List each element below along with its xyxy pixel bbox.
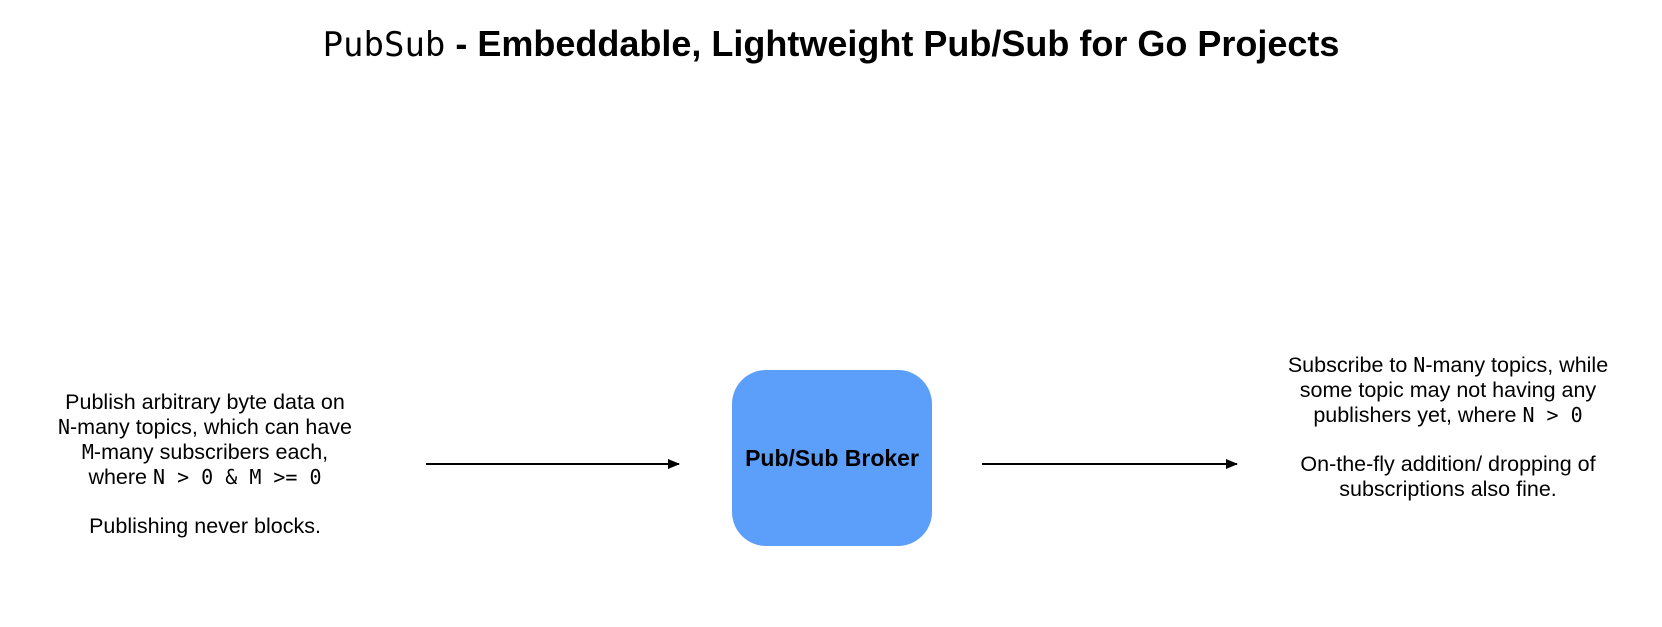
publisher-line-1: Publish arbitrary byte data on (65, 390, 345, 414)
subscriber-line-1: Subscribe to N-many topics, while (1258, 353, 1638, 378)
subscriber-line-1-rest: -many topics, while (1425, 353, 1609, 377)
subscriber-line-3-code: N > 0 (1522, 403, 1583, 427)
publisher-line-4-text: where (88, 465, 153, 489)
pubsub-broker-box: Pub/Sub Broker (732, 370, 932, 546)
publisher-line-3-text: -many subscribers each, (93, 440, 329, 464)
publisher-note: Publishing never blocks. (89, 514, 321, 538)
subscriber-line-1-code: N (1413, 353, 1426, 377)
subscriber-description: Subscribe to N-many topics, while some t… (1258, 353, 1638, 502)
publisher-description: Publish arbitrary byte data on N-many to… (30, 390, 380, 539)
publisher-line-4: where N > 0 & M >= 0 (30, 465, 380, 490)
page-title: PubSub - Embeddable, Lightweight Pub/Sub… (0, 20, 1662, 69)
subscriber-line-1-text: Subscribe to (1287, 353, 1414, 377)
publisher-line-2-code: N (57, 415, 70, 439)
subscriber-line-3-text: publishers yet, where (1313, 403, 1523, 427)
broker-label: Pub/Sub Broker (745, 444, 919, 471)
subscriber-note-line-2: subscriptions also fine. (1339, 477, 1557, 501)
title-code: PubSub (322, 25, 446, 65)
publisher-line-3-code: M (81, 440, 94, 464)
subscriber-line-3: publishers yet, where N > 0 (1258, 403, 1638, 428)
subscriber-note-line-1: On-the-fly addition/ dropping of (1300, 452, 1596, 476)
publisher-line-2-text: -many topics, which can have (70, 415, 353, 439)
publisher-line-2: N-many topics, which can have (30, 415, 380, 440)
title-text: - Embeddable, Lightweight Pub/Sub for Go… (445, 23, 1340, 64)
publisher-line-4-code: N > 0 & M >= 0 (152, 465, 322, 489)
publisher-line-3: M-many subscribers each, (30, 440, 380, 465)
subscriber-line-2: some topic may not having any (1299, 378, 1597, 402)
